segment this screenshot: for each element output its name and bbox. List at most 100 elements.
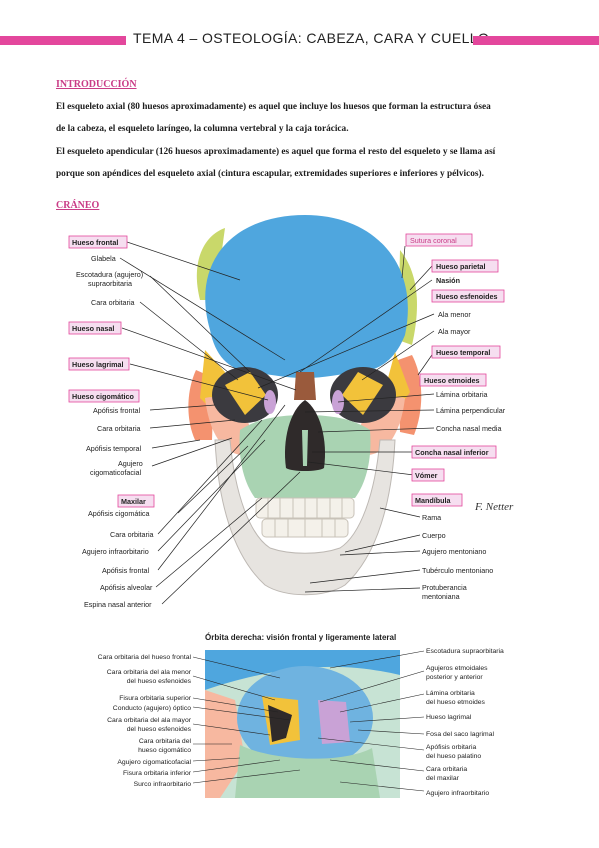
orbit-label-r2b: posterior y anterior <box>426 674 483 681</box>
label-agujero-cig-2: cigomaticofacial <box>90 468 142 477</box>
orbit-label-r6a: Apófisis orbitaria <box>426 744 476 751</box>
label-apofisis-frontal-max: Apófisis frontal <box>102 566 150 575</box>
orbit-right-inner <box>342 372 383 415</box>
label-lamina-orbitaria: Lámina orbitaria <box>436 390 488 399</box>
orbit-label-l7: Agujero cigomaticofacial <box>117 759 191 766</box>
orbit-label-l6b: hueso cigomático <box>138 747 191 754</box>
label-concha-media: Concha nasal media <box>436 424 502 433</box>
label-apofisis-temporal: Apófisis temporal <box>86 444 142 453</box>
orbit-label-r8: Agujero infraorbitario <box>426 790 489 797</box>
label-apofisis-alveolar: Apófisis alveolar <box>100 583 153 592</box>
label-hueso-nasal: Hueso nasal <box>72 324 114 333</box>
orbit-right-labels: Escotadura supraorbitaria Agujeros etmoi… <box>426 648 504 797</box>
label-hueso-frontal: Hueso frontal <box>72 238 118 247</box>
skull-right-labels: Sutura coronal Hueso parietal Nasión Hue… <box>410 236 506 601</box>
label-ala-menor: Ala menor <box>438 310 471 319</box>
label-concha-inferior: Concha nasal inferior <box>415 448 489 457</box>
label-tuberculo-mentoniano: Tubérculo mentoniano <box>422 566 493 575</box>
orbit-label-l4: Conducto (agujero) óptico <box>113 705 191 712</box>
orbit-label-l3: Fisura orbitaria superior <box>119 695 192 702</box>
skull-right-label-boxes <box>405 233 505 507</box>
label-escotadura-2: supraorbitaria <box>88 279 132 288</box>
orbit-label-l6a: Cara orbitaria del <box>139 738 192 745</box>
label-sutura-coronal: Sutura coronal <box>410 236 457 245</box>
label-cara-orbitaria-cig: Cara orbitaria <box>97 424 141 433</box>
lower-teeth <box>261 518 349 538</box>
orbit-label-l5b: del hueso esfenoides <box>127 726 192 733</box>
parietal-left-shape <box>196 228 225 300</box>
orbit-label-r2a: Agujeros etmoidales <box>426 665 488 672</box>
orbit-illustration <box>205 650 400 798</box>
orbit-frontal-shape <box>205 650 400 690</box>
artist-signature: F. Netter <box>474 501 514 513</box>
header-bar-right <box>473 36 599 45</box>
intro-heading: INTRODUCCIÓN <box>56 79 137 90</box>
label-hueso-parietal: Hueso parietal <box>436 262 486 271</box>
label-vomer: Vómer <box>415 471 438 480</box>
orbit-label-l2b: del hueso esfenoides <box>127 678 192 685</box>
skull-leader-lines <box>119 241 435 605</box>
orbit-left-inner <box>225 372 266 415</box>
orbit-label-l2a: Cara orbitaria del ala menor <box>107 669 192 676</box>
orbit-label-l8: Fisura orbitaria inferior <box>123 770 192 777</box>
orbit-leader-lines <box>192 650 425 792</box>
orbit-label-r3b: del hueso etmoides <box>426 699 486 706</box>
header-bar-left <box>0 36 126 45</box>
orbit-left-labels: Cara orbitaria del hueso frontal Cara or… <box>98 654 192 788</box>
page-title: TEMA 4 – OSTEOLOGÍA: CABEZA, CARA Y CUEL… <box>133 30 490 46</box>
label-apofisis-frontal-cig: Apófisis frontal <box>93 406 141 415</box>
label-hueso-cigomatico: Hueso cigomático <box>72 392 135 401</box>
orbit-label-l9: Surco infraorbitario <box>134 781 192 788</box>
intro-paragraph-2: El esqueleto apendicular (126 huesos apr… <box>56 141 548 185</box>
nasal-bone-shape <box>294 372 316 400</box>
intro-paragraph-1: El esqueleto axial (80 huesos aproximada… <box>56 96 548 140</box>
label-cuerpo: Cuerpo <box>422 531 446 540</box>
ethmoid-left-shape <box>264 390 276 414</box>
intro-p1-line1: El esqueleto axial (80 huesos aproximada… <box>56 102 491 112</box>
orbit-fissure <box>268 705 292 742</box>
temporal-right-shape <box>398 355 422 435</box>
intro-p2-line1: El esqueleto apendicular (126 huesos apr… <box>56 147 496 157</box>
label-lamina-perpendicular: Lámina perpendicular <box>436 406 506 415</box>
label-cara-orbitaria-frontal: Cara orbitaria <box>91 298 135 307</box>
skull-heading: CRÁNEO <box>56 200 100 211</box>
label-apofisis-cigomatica: Apófisis cigomática <box>88 509 150 518</box>
orbit-label-r7b: del maxilar <box>426 775 460 782</box>
frontal-bone-shape <box>205 215 408 378</box>
label-hueso-lagrimal: Hueso lagrimal <box>72 360 124 369</box>
vomer-shape <box>302 430 308 466</box>
sphenoid-left-shape <box>200 350 225 412</box>
orbit-label-r6b: del hueso palatino <box>426 753 481 760</box>
orbit-label-r3a: Lámina orbitaria <box>426 690 475 697</box>
orbit-maxilla-shape <box>235 745 380 798</box>
label-protuberancia-2: mentoniana <box>422 592 460 601</box>
orbit-label-l5a: Cara orbitaria del ala mayor <box>107 717 192 724</box>
label-protuberancia-1: Protuberancia <box>422 583 467 592</box>
orbit-label-r7a: Cara orbitaria <box>426 766 467 773</box>
skull-illustration <box>188 215 422 596</box>
orbit-label-r5: Fosa del saco lagrimal <box>426 731 494 738</box>
upper-teeth <box>255 497 355 519</box>
orbit-ethmoid-shape <box>318 700 350 744</box>
mandible-shape <box>214 439 396 596</box>
label-agujero-infraorbitario: Agujero infraorbitario <box>82 547 149 556</box>
label-glabela: Glabela <box>91 254 116 263</box>
label-agujero-cig-1: Agujero <box>118 459 143 468</box>
label-hueso-etmoides: Hueso etmoides <box>424 376 480 385</box>
label-hueso-esfenoides: Hueso esfenoides <box>436 292 498 301</box>
label-mandibula: Mandíbula <box>415 496 452 505</box>
label-nasion: Nasión <box>436 276 460 285</box>
orbit-label-r1: Escotadura supraorbitaria <box>426 648 504 655</box>
orbit-figure-title: Órbita derecha: visión frontal y ligeram… <box>205 633 396 642</box>
intro-p2-line2: porque son apéndices del esqueleto axial… <box>56 169 484 179</box>
label-espina-nasal: Espina nasal anterior <box>84 600 152 609</box>
label-ala-mayor: Ala mayor <box>438 327 471 336</box>
label-cara-orbitaria-max: Cara orbitaria <box>110 530 154 539</box>
orbit-label-r4: Hueso lagrimal <box>426 714 472 721</box>
label-rama: Rama <box>422 513 441 522</box>
orbit-label-l1: Cara orbitaria del hueso frontal <box>98 654 192 661</box>
label-hueso-temporal: Hueso temporal <box>436 348 490 357</box>
label-escotadura-1: Escotadura (agujero) <box>76 270 143 279</box>
skull-left-label-boxes <box>68 235 155 508</box>
